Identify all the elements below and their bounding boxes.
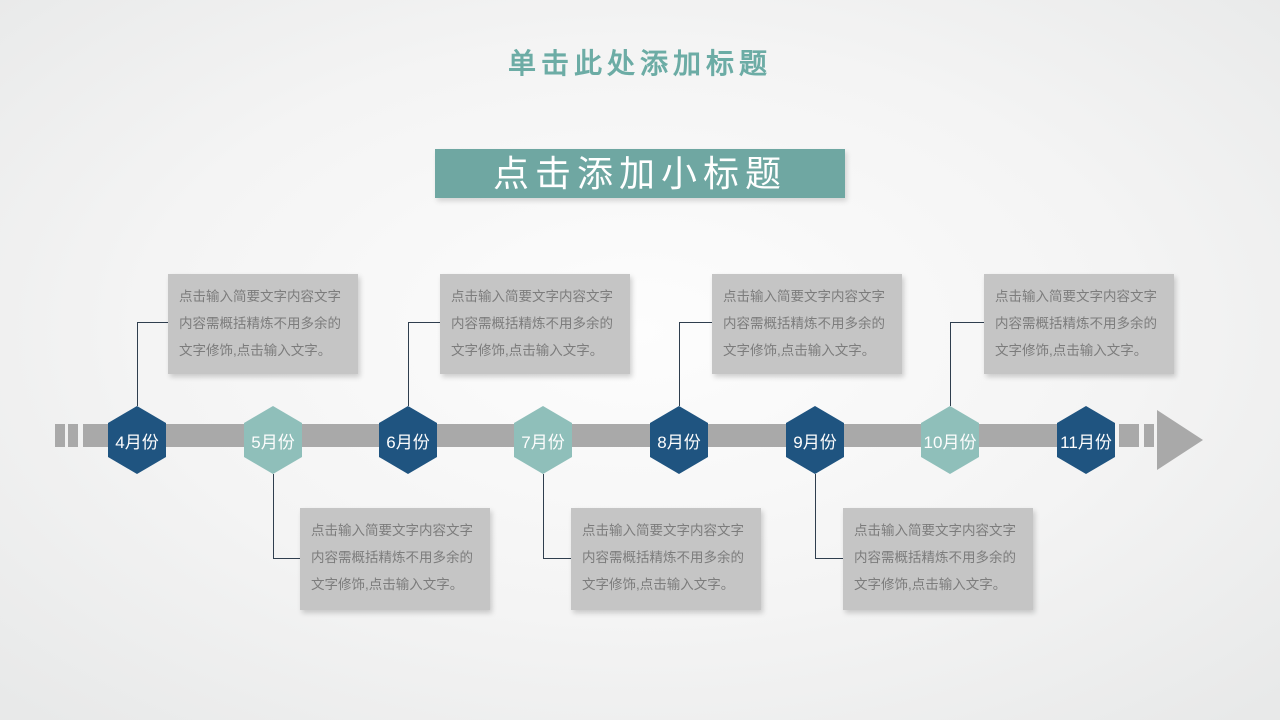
- connector-line: [950, 322, 951, 406]
- milestone-label: 11月份: [1060, 432, 1112, 452]
- connector-line: [679, 322, 712, 323]
- connector-line: [273, 558, 300, 559]
- timeline-start-dash: [68, 424, 78, 447]
- milestone-hexagon-september[interactable]: 9月份: [786, 406, 844, 474]
- milestone-hexagon-june[interactable]: 6月份: [379, 406, 437, 474]
- connector-line: [679, 322, 680, 406]
- note-box-september[interactable]: 点击输入简要文字内容文字内容需概括精炼不用多余的文字修饰,点击输入文字。: [843, 508, 1033, 610]
- milestone-hexagon-july[interactable]: 7月份: [514, 406, 572, 474]
- connector-line: [408, 322, 440, 323]
- milestone-hexagon-october[interactable]: 10月份: [921, 406, 979, 474]
- connector-line: [137, 322, 138, 406]
- milestone-hexagon-august[interactable]: 8月份: [650, 406, 708, 474]
- slide-title-placeholder[interactable]: 单击此处添加标题: [507, 48, 772, 79]
- timeline-start-dash: [55, 424, 65, 447]
- milestone-hexagon-may[interactable]: 5月份: [244, 406, 302, 474]
- milestone-label: 7月份: [521, 432, 565, 452]
- note-box-april[interactable]: 点击输入简要文字内容文字内容需概括精炼不用多余的文字修饰,点击输入文字。: [168, 274, 358, 374]
- connector-line: [815, 558, 843, 559]
- subtitle-placeholder[interactable]: 点击添加小标题: [435, 149, 845, 198]
- note-box-july[interactable]: 点击输入简要文字内容文字内容需概括精炼不用多余的文字修饰,点击输入文字。: [571, 508, 761, 610]
- note-box-august[interactable]: 点击输入简要文字内容文字内容需概括精炼不用多余的文字修饰,点击输入文字。: [712, 274, 902, 374]
- connector-line: [273, 474, 274, 558]
- note-box-may[interactable]: 点击输入简要文字内容文字内容需概括精炼不用多余的文字修饰,点击输入文字。: [300, 508, 490, 610]
- milestone-hexagon-april[interactable]: 4月份: [108, 406, 166, 474]
- milestone-label: 10月份: [923, 432, 977, 452]
- connector-line: [815, 474, 816, 558]
- connector-line: [408, 322, 409, 406]
- milestone-label: 5月份: [251, 432, 295, 452]
- timeline-end-dash: [1119, 424, 1139, 447]
- connector-line: [543, 558, 571, 559]
- note-box-october[interactable]: 点击输入简要文字内容文字内容需概括精炼不用多余的文字修饰,点击输入文字。: [984, 274, 1174, 374]
- connector-line: [950, 322, 984, 323]
- connector-line: [543, 474, 544, 558]
- milestone-label: 8月份: [657, 432, 701, 452]
- connector-line: [137, 322, 168, 323]
- milestone-label: 6月份: [386, 432, 430, 452]
- milestone-label: 9月份: [793, 432, 837, 452]
- note-box-june[interactable]: 点击输入简要文字内容文字内容需概括精炼不用多余的文字修饰,点击输入文字。: [440, 274, 630, 374]
- timeline-bar: [83, 424, 1115, 447]
- milestone-hexagon-november[interactable]: 11月份: [1057, 406, 1115, 474]
- timeline-end-dash: [1144, 424, 1154, 447]
- timeline-arrowhead-icon: [1157, 410, 1203, 470]
- milestone-label: 4月份: [115, 432, 159, 452]
